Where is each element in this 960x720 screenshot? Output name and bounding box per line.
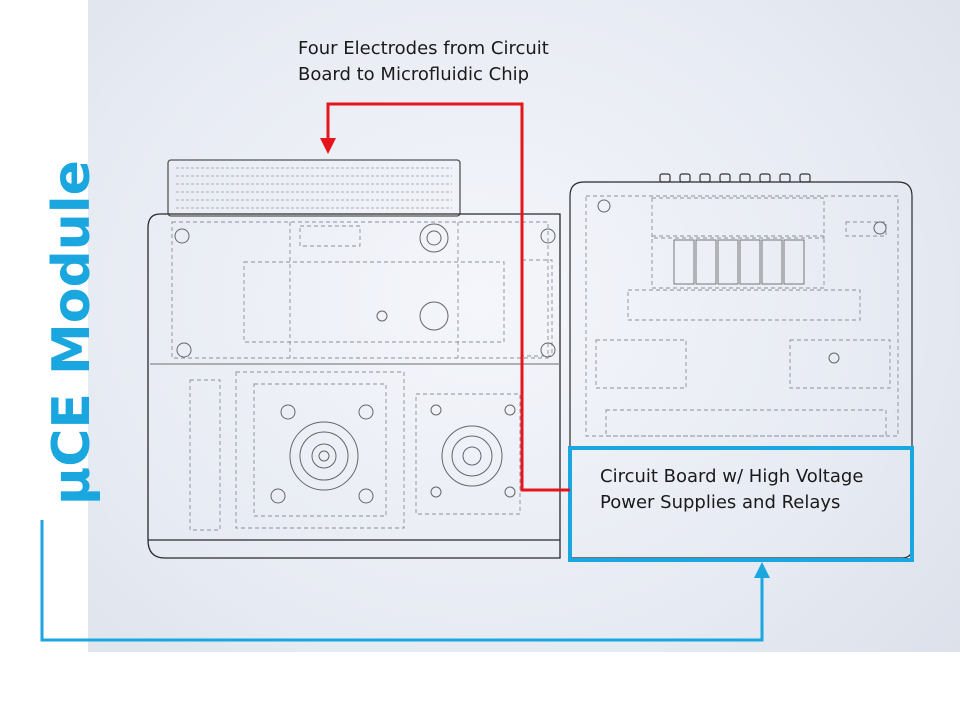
top-cap-outline bbox=[167, 159, 461, 217]
hidden-lines bbox=[171, 221, 553, 531]
circuit-board-label: Circuit Board w/ High Voltage Power Supp… bbox=[600, 464, 863, 516]
relay-blocks bbox=[673, 239, 805, 285]
module-title: μCE Module bbox=[42, 160, 102, 505]
bottom-margin bbox=[0, 652, 960, 720]
top-cap-fins bbox=[176, 167, 452, 209]
left-margin bbox=[0, 0, 88, 720]
chip-holder-assembly bbox=[147, 159, 561, 559]
electrodes-label-line1: Four Electrodes from Circuit bbox=[298, 38, 549, 59]
board-holes bbox=[597, 199, 887, 364]
board-hidden-lines bbox=[585, 195, 899, 437]
electrodes-label: Four Electrodes from Circuit Board to Mi… bbox=[298, 36, 549, 88]
module-connector-line bbox=[40, 520, 764, 642]
circuit-label-line1: Circuit Board w/ High Voltage bbox=[600, 466, 864, 487]
connector-pins bbox=[659, 173, 811, 183]
main-body-outline bbox=[147, 213, 561, 559]
screws-and-bosses bbox=[174, 223, 556, 504]
circuit-board-assembly bbox=[569, 173, 913, 559]
electrode-arrow-line bbox=[326, 102, 570, 492]
blue-arrowhead bbox=[754, 562, 770, 578]
red-arrowhead bbox=[320, 138, 336, 154]
circuit-label-line2: Power Supplies and Relays bbox=[600, 492, 841, 513]
circuit-highlight-box bbox=[568, 446, 914, 562]
board-enclosure-outline bbox=[569, 181, 913, 559]
electrodes-label-line2: Board to Microfluidic Chip bbox=[298, 64, 530, 85]
